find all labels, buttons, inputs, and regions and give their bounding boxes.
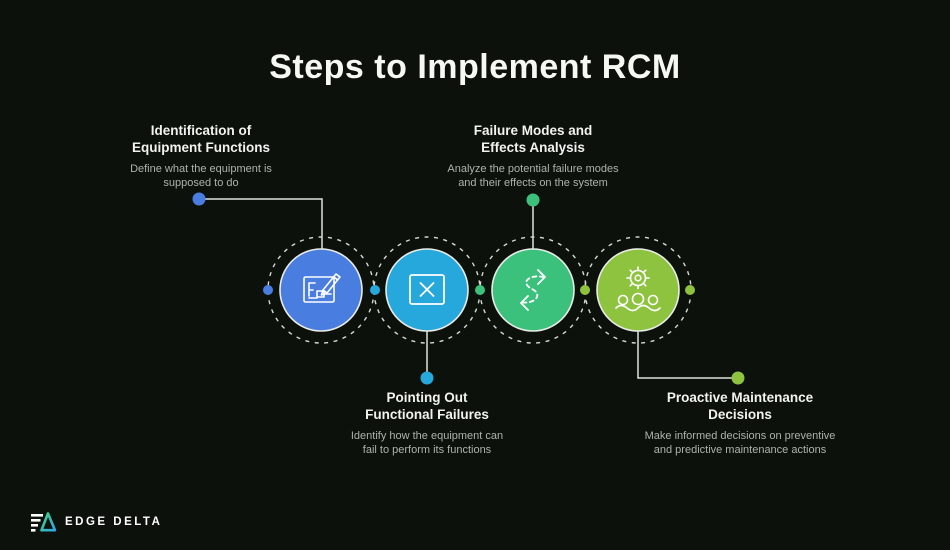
step-description-1: Define what the equipment is supposed to… [130, 163, 272, 189]
logo-triangle [40, 512, 56, 532]
step-description-2: Identify how the equipment can fail to p… [350, 430, 504, 456]
step-label-3: Failure Modes and Effects Analysis Analy… [373, 122, 693, 190]
step-title-2: Pointing Out Functional Failures [365, 390, 489, 422]
gear-team-icon [615, 266, 661, 312]
ring-dots [263, 285, 695, 295]
ring-dot-1 [263, 285, 273, 295]
error-window-icon [409, 274, 445, 305]
connector-dot-step3 [526, 193, 540, 207]
logo-bars [31, 514, 43, 532]
connector-dots [192, 192, 745, 385]
brand-logo: EDGE DELTA [30, 509, 162, 535]
ring-dot-3 [475, 285, 485, 295]
step-title-4: Proactive Maintenance Decisions [666, 390, 814, 422]
step-label-2: Pointing Out Functional Failures Identif… [267, 389, 587, 457]
step-circle-4 [596, 248, 680, 332]
step-title-1: Identification of Equipment Functions [132, 123, 270, 155]
connector-line-step1 [202, 198, 323, 252]
edge-delta-logo-icon [31, 512, 56, 532]
page-title: Steps to Implement RCM [269, 48, 681, 86]
ring-dot-4 [580, 285, 590, 295]
step-description-3: Analyze the potential failure modes and … [447, 163, 619, 189]
blueprint-pencil-icon [303, 273, 341, 303]
step-description-4: Make informed decisions on preventive an… [644, 430, 836, 456]
ring-dot-5 [685, 285, 695, 295]
brand-name: EDGE DELTA [65, 516, 163, 528]
connector-line-step4 [637, 330, 732, 379]
connector-dot-step1 [192, 192, 206, 206]
ring-dot-2 [370, 285, 380, 295]
connector-lines [202, 198, 732, 379]
step-label-1: Identification of Equipment Functions De… [51, 122, 351, 190]
step-title-3: Failure Modes and Effects Analysis [473, 123, 593, 155]
connector-dot-step2 [420, 371, 434, 385]
connector-dot-step4 [731, 371, 745, 385]
cycle-arrows-icon [519, 269, 546, 311]
step-circle-1 [279, 248, 363, 332]
step-label-4: Proactive Maintenance Decisions Make inf… [570, 389, 910, 457]
